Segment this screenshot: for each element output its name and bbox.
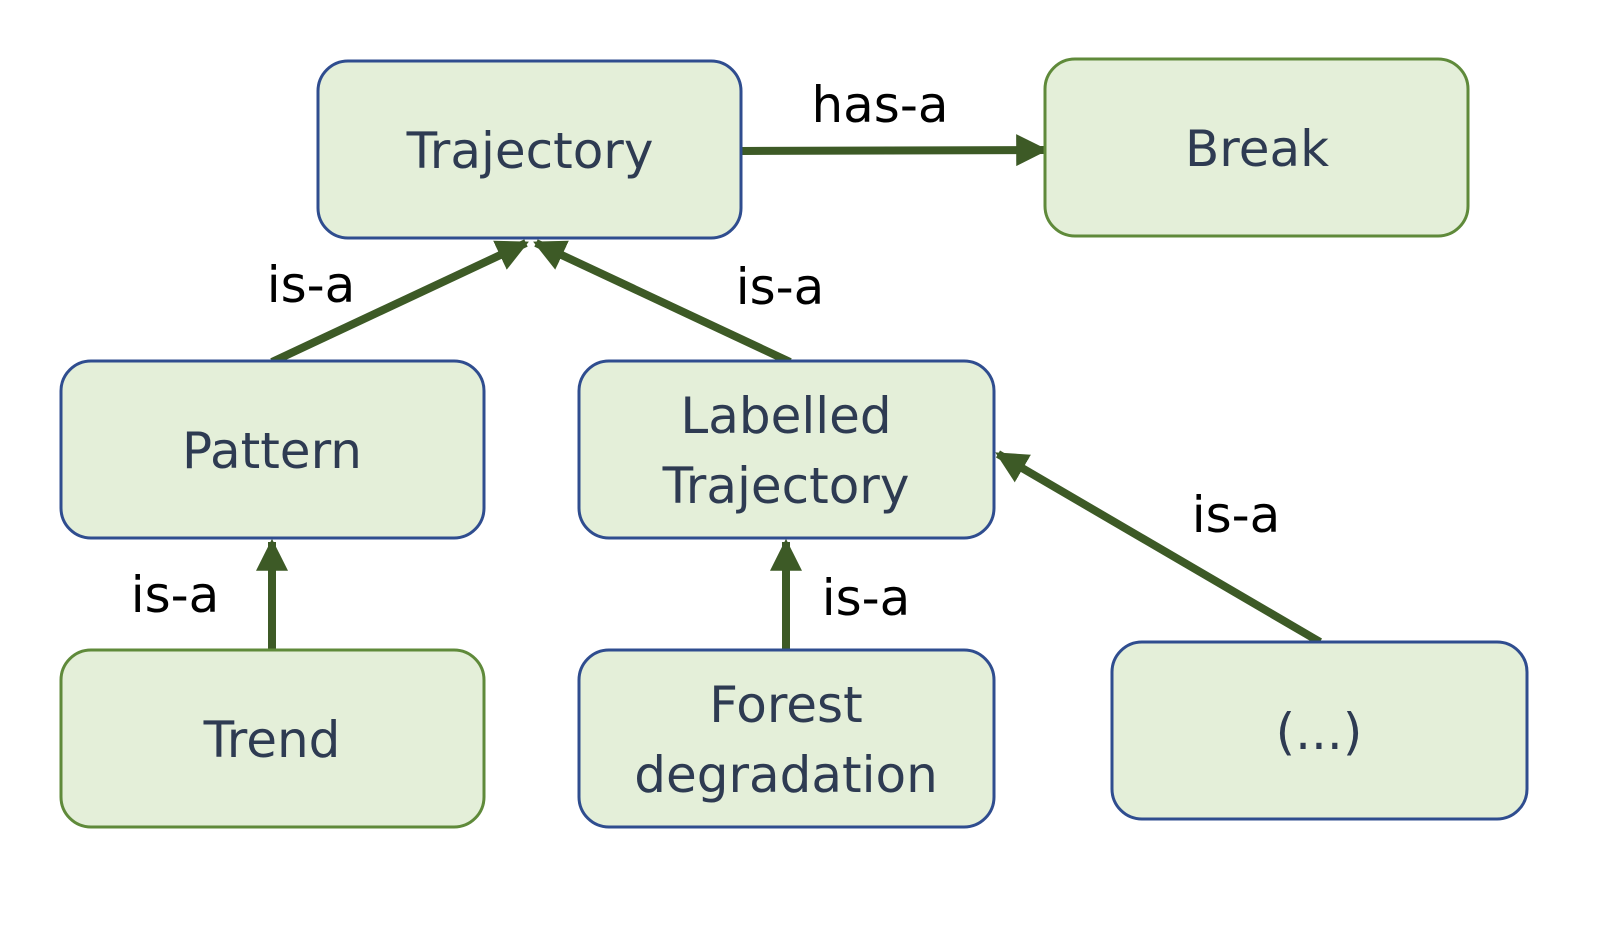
node-box (316, 59, 743, 240)
edge-label-labelled-is-a: is-a (736, 258, 825, 316)
node-ellipsis: (...) (1110, 640, 1529, 821)
edge-label-pattern-is-a: is-a (267, 256, 356, 314)
edge-ellipsis-is-a-labelled-trajectory (995, 450, 1323, 646)
node-label-line-2: degradation (634, 746, 938, 804)
node-label-line-2: Trajectory (662, 457, 910, 515)
node-box (1043, 57, 1470, 238)
edge-label-ellipsis-is-a: is-a (1192, 486, 1281, 544)
node-trend: Trend (59, 648, 486, 829)
node-box (577, 359, 996, 540)
node-label: Trend (203, 711, 341, 769)
node-label-line-1: Forest (709, 676, 862, 734)
node-label: (...) (1276, 703, 1363, 761)
edge-labelled-trajectory-is-a-trajectory (533, 239, 792, 366)
node-label: Pattern (182, 422, 362, 480)
node-box (59, 648, 486, 829)
node-labelled-trajectory: Labelled Trajectory (577, 359, 996, 540)
node-label: Trajectory (406, 122, 654, 180)
node-box (1110, 640, 1529, 821)
node-label: Break (1185, 120, 1329, 178)
edge-label-trend-is-a: is-a (131, 566, 220, 624)
edges (256, 134, 1323, 650)
node-pattern: Pattern (59, 359, 486, 540)
node-label-line-1: Labelled (680, 387, 891, 445)
node-forest-degradation: Forest degradation (577, 648, 996, 829)
node-box (577, 648, 996, 829)
edge-label-forest-is-a: is-a (822, 569, 911, 627)
node-trajectory: Trajectory (316, 59, 743, 240)
edge-trajectory-has-a-break (741, 134, 1049, 167)
node-break: Break (1043, 57, 1470, 238)
edge-label-has-a: has-a (811, 76, 948, 134)
edge-labels: has-a is-a is-a is-a is-a is-a (131, 76, 1281, 627)
edge-pattern-is-a-trajectory (270, 239, 529, 366)
node-box (59, 359, 486, 540)
